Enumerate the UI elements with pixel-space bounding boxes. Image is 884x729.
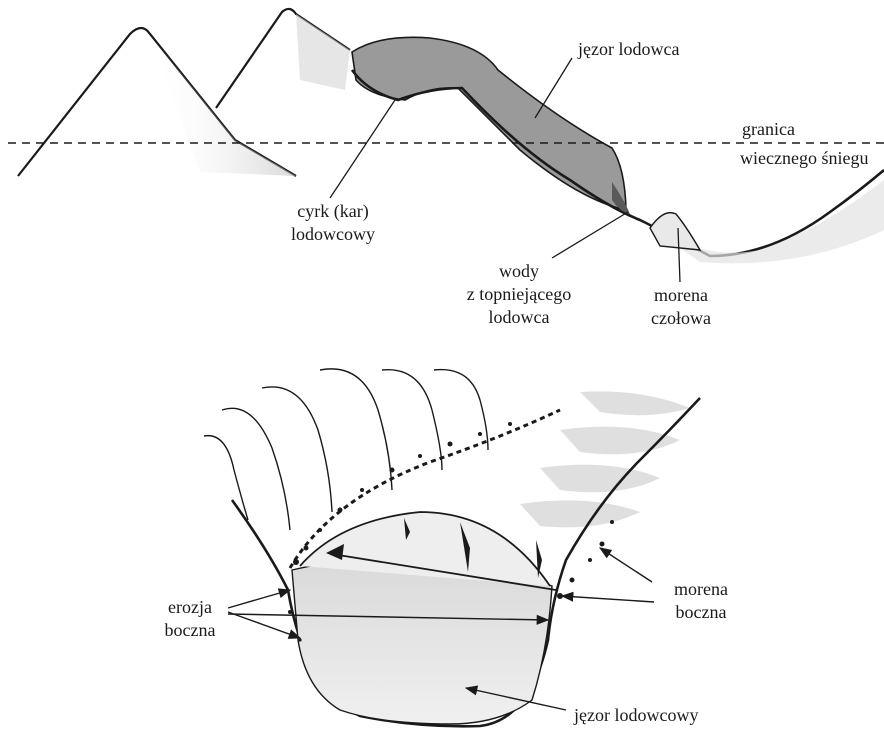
label-tongue-upper-text: jęzor lodowca [578,38,679,61]
label-cirque-line2: lodowcowy [278,223,388,246]
arrow-moraine-lower [562,596,654,602]
label-tongue-lower-text: jęzor lodowcowy [574,704,698,727]
label-tongue-lower: jęzor lodowcowy [574,704,698,727]
arrow-moraine-upper [600,548,652,582]
terminal-moraine [650,213,700,250]
label-snowline: granica wiecznego śniegu [740,118,868,170]
label-snowline-line1: granica [742,118,868,141]
leader-tongue [535,58,572,118]
label-meltwater-line1: wody [444,260,594,283]
label-snowline-line2: wiecznego śniegu [740,147,868,170]
label-meltwater: wody z topniejącego lodowca [444,260,594,329]
label-meltwater-line2: z topniejącego [444,283,594,306]
label-cirque-line1: cyrk (kar) [278,200,388,223]
leader-cirque [330,100,395,198]
label-erosion: erozja boczna [150,596,230,642]
right-mountain-shade [296,14,350,90]
left-mountain-shade [150,34,296,176]
label-cirque: cyrk (kar) lodowcowy [278,200,388,246]
label-lateral-moraine: morena boczna [656,578,746,624]
label-terminal-moraine-line1: morena [636,284,726,307]
label-terminal-moraine-line2: czołowa [636,307,726,330]
label-lateral-moraine-line2: boczna [656,601,746,624]
leader-meltwater [552,212,628,258]
ridge-shading [520,391,690,527]
arrow-erosion-upper [228,590,290,608]
label-erosion-line1: erozja [150,596,230,619]
label-lateral-moraine-line1: morena [656,578,746,601]
label-terminal-moraine: morena czołowa [636,284,726,330]
label-tongue-upper: jęzor lodowca [578,38,679,61]
label-meltwater-line3: lodowca [444,306,594,329]
label-erosion-line2: boczna [150,619,230,642]
arrow-erosion-lower [228,612,300,638]
glacier-body [352,37,626,210]
